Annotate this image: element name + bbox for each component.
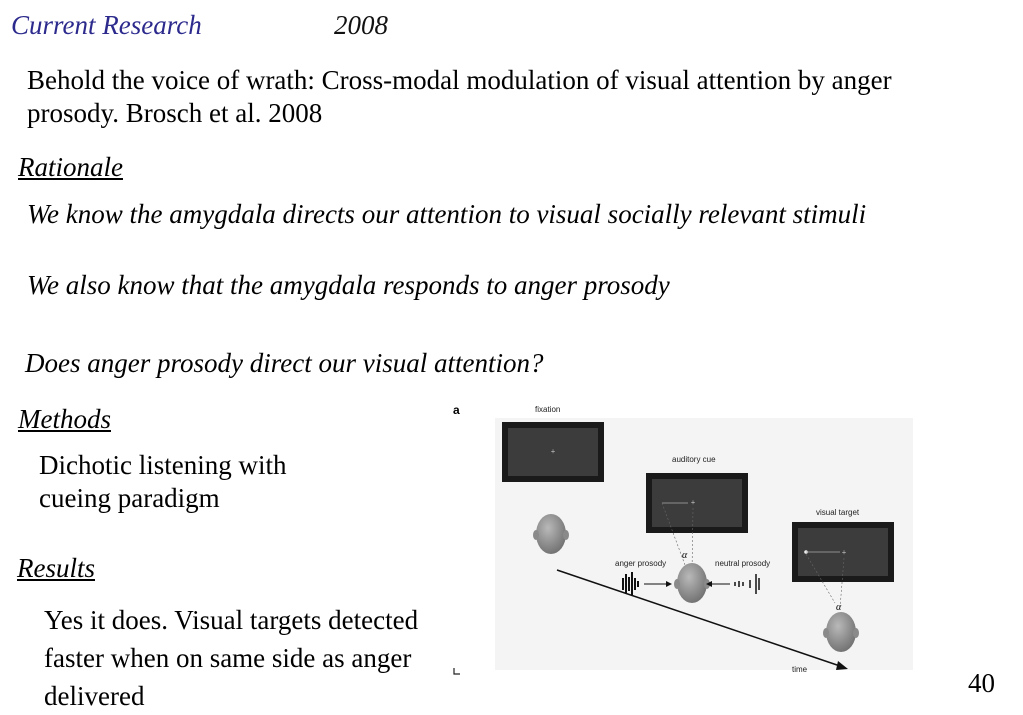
anger-waveform <box>622 572 639 596</box>
fixation-label: fixation <box>535 405 560 414</box>
visual-target-label: visual target <box>816 508 860 517</box>
rationale-heading: Rationale <box>18 152 123 182</box>
svg-text:+: + <box>842 548 847 557</box>
results-heading: Results <box>17 553 95 583</box>
svg-text:+: + <box>551 447 556 456</box>
methods-text: Dichotic listening with cueing paradigm <box>39 450 287 513</box>
head-left <box>533 514 569 554</box>
auditory-cue-monitor: + <box>646 473 748 574</box>
citation-text: Behold the voice of wrath: Cross-modal m… <box>27 65 892 128</box>
svg-text:+: + <box>691 498 696 507</box>
neutral-prosody-label: neutral prosody <box>715 559 770 568</box>
alpha-label-target: α <box>836 602 842 613</box>
page-number: 40 <box>968 668 995 698</box>
head-right <box>823 612 859 652</box>
neutral-waveform <box>734 574 760 594</box>
auditory-cue-label: auditory cue <box>672 455 716 464</box>
rationale-line-3: Does anger prosody direct our visual att… <box>25 348 544 378</box>
anger-prosody-label: anger prosody <box>615 559 666 568</box>
panel-letter: a <box>453 403 460 417</box>
fixation-monitor: + <box>502 422 604 482</box>
head-middle <box>674 563 710 603</box>
results-text: Yes it does. Visual targets detected fas… <box>44 605 419 711</box>
experiment-figure: a + fixation + auditory cue α anger pros… <box>453 403 913 675</box>
rationale-line-2: We also know that the amygdala responds … <box>27 270 670 300</box>
slide-header-title: Current Research <box>11 10 202 40</box>
slide-header-year: 2008 <box>334 10 388 40</box>
methods-heading: Methods <box>18 404 111 434</box>
alpha-label-cue: α <box>682 550 688 561</box>
rationale-line-1: We know the amygdala directs our attenti… <box>27 199 867 229</box>
visual-target-monitor: + <box>792 522 894 609</box>
time-arrow <box>556 569 848 670</box>
time-label: time <box>792 665 808 674</box>
